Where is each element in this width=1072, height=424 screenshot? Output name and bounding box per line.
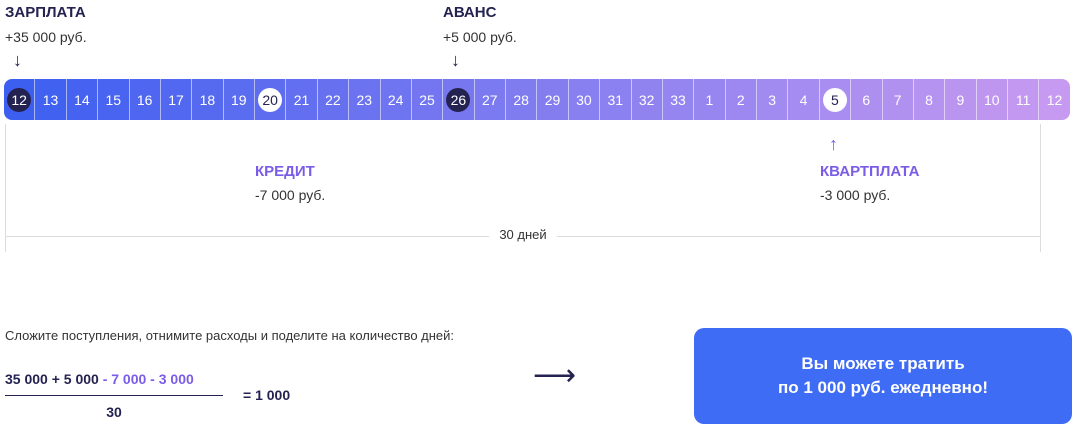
day-cell: 12 <box>4 79 36 120</box>
day-number: 3 <box>768 91 777 108</box>
credit-amount: -7 000 руб. <box>255 187 326 203</box>
day-number: 17 <box>168 91 184 108</box>
day-number: 24 <box>387 91 404 108</box>
day-number: 15 <box>105 91 122 108</box>
day-cell: 23 <box>349 79 381 120</box>
arrow-right-icon: ⟶ <box>533 359 577 392</box>
day-cell: 10 <box>976 79 1008 120</box>
day-cell: 4 <box>788 79 820 120</box>
rent-title: КВАРТПЛАТА <box>820 163 920 180</box>
day-cell: 2 <box>725 79 757 120</box>
day-cell: 1 <box>694 79 726 120</box>
day-cell: 27 <box>474 79 506 120</box>
day-number: 28 <box>513 91 529 108</box>
day-cell: 32 <box>631 79 663 120</box>
day-number: 1 <box>705 91 714 108</box>
day-number: 4 <box>799 91 808 108</box>
span-label-wrap: 30 дней <box>0 226 1046 244</box>
span-right-line <box>1040 124 1041 252</box>
advance-arrow-down-icon: ↓ <box>451 50 460 70</box>
day-cell: 25 <box>411 79 444 120</box>
formula-result: = 1 000 <box>243 387 291 403</box>
rent-amount: -3 000 руб. <box>820 187 891 203</box>
day-cell: 33 <box>662 79 695 120</box>
day-number: 7 <box>893 91 902 108</box>
day-cell: 15 <box>98 79 130 120</box>
day-cell: 30 <box>568 79 601 120</box>
day-cell: 28 <box>506 79 538 120</box>
day-number: 27 <box>482 91 498 108</box>
day-cell: 7 <box>882 79 914 120</box>
banner-line-1: Вы можете тратить <box>801 354 965 373</box>
day-number: 18 <box>199 91 216 108</box>
day-number: 6 <box>862 91 871 108</box>
day-number: 16 <box>136 91 153 108</box>
day-number: 13 <box>42 91 59 108</box>
day-number: 30 <box>576 91 592 108</box>
day-number: 23 <box>356 91 373 108</box>
day-cell: 31 <box>600 79 632 120</box>
advance-title: АВАНС <box>443 4 497 21</box>
salary-title: ЗАРПЛАТА <box>5 4 86 21</box>
span-label: 30 дней <box>489 227 557 242</box>
day-number: 8 <box>925 91 933 108</box>
day-number: 31 <box>607 91 624 108</box>
day-cell: 29 <box>537 79 569 120</box>
day-number: 11 <box>1015 91 1031 108</box>
day-cell: 13 <box>35 79 67 120</box>
day-marker-dark: 12 <box>7 87 32 112</box>
span-left-line <box>5 124 6 252</box>
day-cell: 18 <box>192 79 224 120</box>
day-cell: 14 <box>66 79 99 120</box>
salary-amount: +35 000 руб. <box>5 29 87 45</box>
day-cell: 16 <box>129 79 161 120</box>
day-cell: 26 <box>443 79 475 120</box>
day-number: 9 <box>956 91 965 108</box>
day-number: 29 <box>544 91 561 108</box>
day-number: 19 <box>231 91 247 108</box>
day-number: 10 <box>984 91 1000 108</box>
day-cell: 22 <box>317 79 350 120</box>
day-cell: 24 <box>380 79 412 120</box>
day-cell: 5 <box>819 79 852 120</box>
day-cell: 8 <box>913 79 946 120</box>
day-number: 12 <box>1046 91 1063 108</box>
day-number: 21 <box>293 91 310 108</box>
formula-numerator: 35 000 + 5 000 - 7 000 - 3 000 <box>5 371 194 387</box>
day-number: 2 <box>736 91 745 108</box>
formula-expenses: - 7 000 - 3 000 <box>98 371 194 387</box>
credit-title: КРЕДИТ <box>255 163 315 180</box>
day-marker-light: 5 <box>822 87 847 112</box>
day-cell: 21 <box>286 79 318 120</box>
day-cell: 17 <box>160 79 193 120</box>
banner-line-2: по 1 000 руб. ежедневно! <box>778 378 988 397</box>
day-cell: 3 <box>757 79 789 120</box>
day-marker-dark: 26 <box>446 87 471 112</box>
formula-income: 35 000 + 5 000 <box>5 371 99 387</box>
day-number: 32 <box>638 91 655 108</box>
day-number: 25 <box>419 91 435 108</box>
day-cell: 19 <box>223 79 255 120</box>
formula-denominator: 30 <box>106 404 122 420</box>
day-marker-light: 20 <box>258 87 283 112</box>
day-number: 33 <box>670 91 686 108</box>
day-cell: 20 <box>255 79 287 120</box>
day-cell: 6 <box>851 79 883 120</box>
salary-arrow-down-icon: ↓ <box>13 50 22 70</box>
day-number: 14 <box>74 91 90 108</box>
daily-budget-banner: Вы можете тратить по 1 000 руб. ежедневн… <box>694 328 1072 424</box>
instruction-text: Сложите поступления, отнимите расходы и … <box>5 328 455 343</box>
rent-arrow-up-icon: ↑ <box>829 134 838 154</box>
advance-amount: +5 000 руб. <box>443 29 517 45</box>
day-number: 22 <box>325 91 341 108</box>
fraction-line <box>5 395 223 396</box>
day-cell: 9 <box>945 79 977 120</box>
day-cell: 12 <box>1039 79 1070 120</box>
day-cell: 11 <box>1008 79 1040 120</box>
